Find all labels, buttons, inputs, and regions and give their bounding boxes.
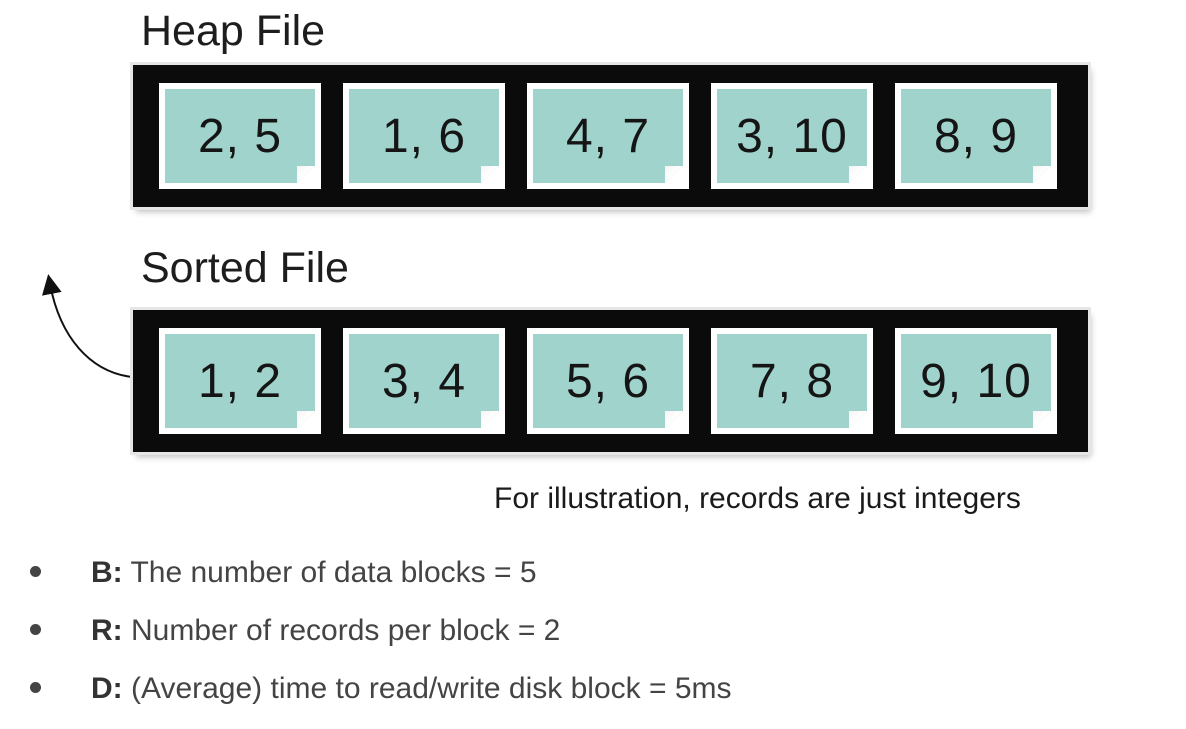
heap-block-4: 3, 10 <box>711 83 873 189</box>
heap-block-label: 8, 9 <box>933 109 1019 163</box>
sorted-block-1: 1, 2 <box>159 328 321 434</box>
sorted-block-label: 1, 2 <box>197 354 283 408</box>
sorted-block-3: 5, 6 <box>527 328 689 434</box>
curved-arrow-icon <box>42 274 133 378</box>
sorted-block-label: 3, 4 <box>381 354 467 408</box>
heap-block-3: 4, 7 <box>527 83 689 189</box>
bullet-text: (Average) time to read/write disk block … <box>122 672 732 705</box>
sorted-block-5: 9, 10 <box>895 328 1057 434</box>
heap-block-label: 1, 6 <box>381 109 467 163</box>
heap-file-bar: 2, 5 1, 6 4, 7 3, 10 8, 9 <box>133 65 1088 207</box>
sorted-block-label: 9, 10 <box>920 354 1032 408</box>
heap-block-label: 4, 7 <box>565 109 651 163</box>
bullet-icon <box>30 624 41 635</box>
illustration-note: For illustration, records are just integ… <box>494 482 1021 515</box>
bullet-text: Number of records per block = 2 <box>122 614 561 647</box>
heap-block-label: 3, 10 <box>736 109 848 163</box>
bullet-key: R: <box>91 614 123 647</box>
sorted-block-label: 7, 8 <box>749 354 835 408</box>
bullet-icon <box>30 682 41 693</box>
bullet-key: D: <box>91 672 123 705</box>
bullet-text: The number of data blocks = 5 <box>122 556 537 589</box>
heap-block-1: 2, 5 <box>159 83 321 189</box>
bullet-icon <box>30 566 41 577</box>
sorted-file-title: Sorted File <box>141 244 349 292</box>
heap-file-title: Heap File <box>141 7 326 55</box>
bullet-key: B: <box>91 556 123 589</box>
heap-block-2: 1, 6 <box>343 83 505 189</box>
sorted-block-4: 7, 8 <box>711 328 873 434</box>
heap-block-5: 8, 9 <box>895 83 1057 189</box>
sorted-block-label: 5, 6 <box>565 354 651 408</box>
sorted-file-bar: 1, 2 3, 4 5, 6 7, 8 9, 10 <box>133 310 1088 452</box>
sorted-block-2: 3, 4 <box>343 328 505 434</box>
heap-block-label: 2, 5 <box>197 109 283 163</box>
